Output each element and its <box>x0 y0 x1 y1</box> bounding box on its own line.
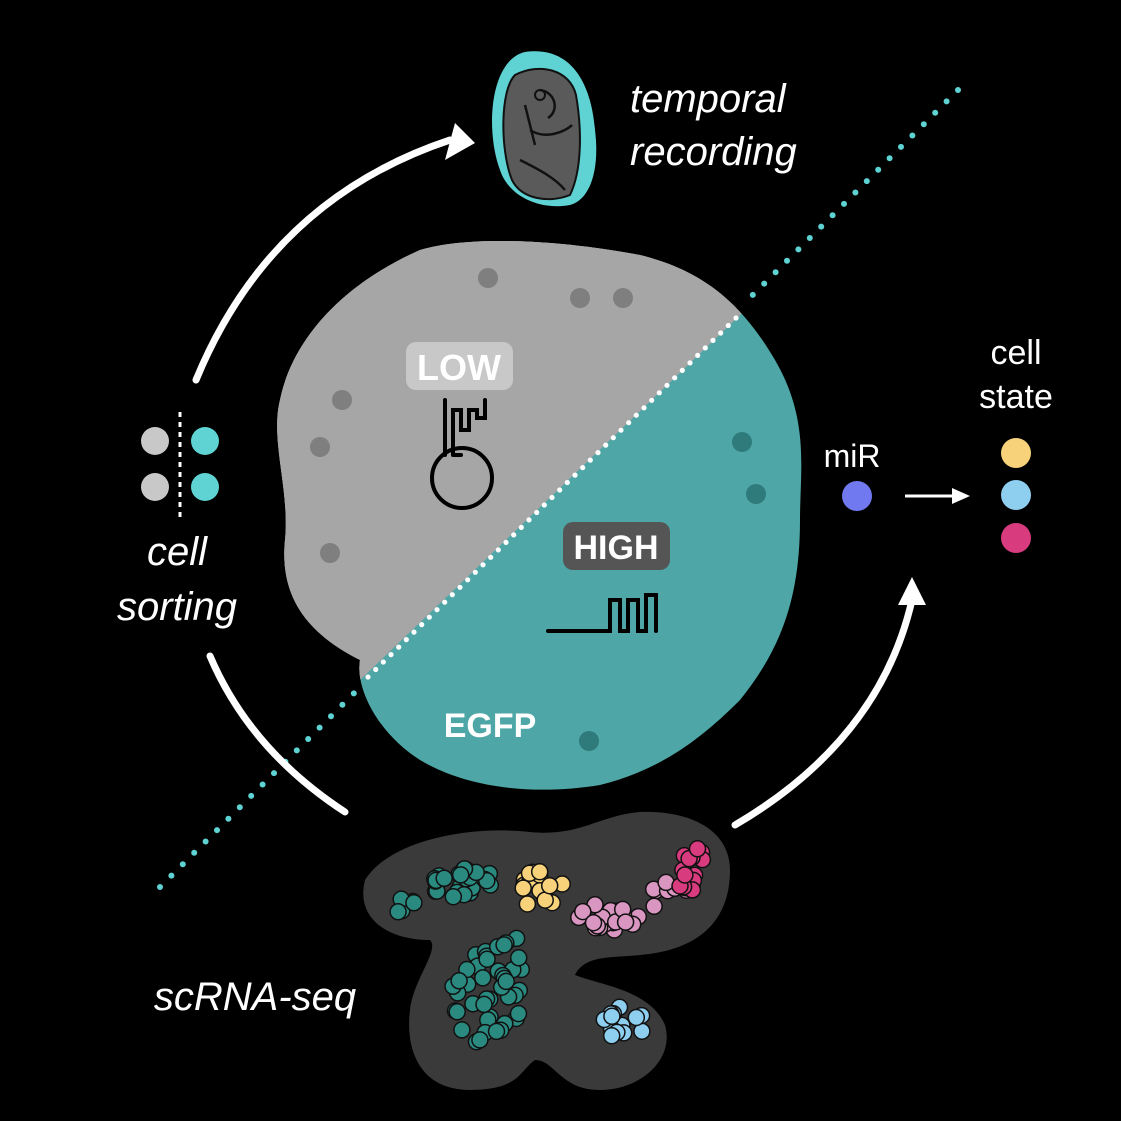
cell-state-dot <box>1001 480 1031 510</box>
cell-state-label-line1: cell <box>990 334 1041 372</box>
embryo-icon <box>492 51 597 207</box>
arrowhead-recording <box>445 123 475 160</box>
low-label: LOW <box>417 347 501 388</box>
high-badge: HIGH <box>563 522 670 570</box>
cell-state-dot <box>1001 523 1031 553</box>
cell-divider <box>365 315 739 680</box>
mir-dot <box>842 481 872 511</box>
cell-sorting-label-line2: sorting <box>117 585 237 629</box>
cell-state-dots <box>1001 438 1031 553</box>
cell-body <box>277 240 802 790</box>
mir-label: miR <box>824 438 881 474</box>
scrna-label: scRNA-seq <box>154 975 356 1019</box>
cell-state-dot <box>1001 438 1031 468</box>
arrow-arc-scrna-to-state <box>731 596 916 829</box>
high-label: HIGH <box>574 529 659 567</box>
egfp-label: EGFP <box>444 707 537 745</box>
umap-clusters <box>389 840 712 1051</box>
arrow-arc-sorting-to-scrna <box>206 652 349 816</box>
mir-to-state-arrow <box>905 488 970 504</box>
hairpin-icon <box>430 398 494 510</box>
organelle-dots <box>310 268 766 751</box>
arrowhead-cell-state <box>898 577 926 605</box>
cell-state-label-line2: state <box>979 378 1053 416</box>
temporal-label-line1: temporal <box>630 77 787 121</box>
cell-sorting-label-line1: cell <box>147 530 208 574</box>
low-badge: LOW <box>406 342 513 390</box>
arrow-arc-sorting-to-recording <box>192 136 454 384</box>
temporal-label-line2: recording <box>630 130 797 174</box>
target-mrna-icon <box>546 593 658 633</box>
cell-sorting-icon <box>141 412 219 520</box>
cycle-arrows <box>192 136 916 829</box>
